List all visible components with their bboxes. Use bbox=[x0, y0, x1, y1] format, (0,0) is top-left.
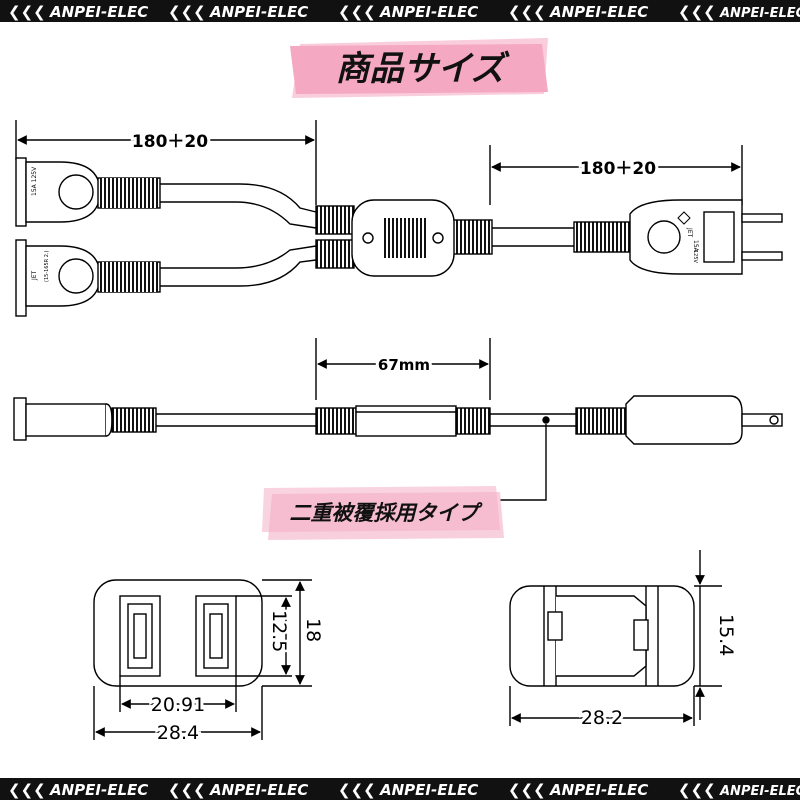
brand-chevrons: ❮❮❮ bbox=[678, 3, 716, 21]
plug-voltage-label: 125V bbox=[692, 250, 698, 264]
brand-name: ANPEI-ELEC bbox=[209, 781, 308, 799]
outlet-rating-sub-label: (15-165R 2.) bbox=[44, 251, 50, 282]
brand-chevrons: ❮❮❮ bbox=[508, 781, 546, 799]
dimension-plug-width: 28.2 bbox=[581, 707, 623, 729]
dimension-right-cord: 180＋20 bbox=[580, 159, 656, 179]
brand-chevrons: ❮❮❮ bbox=[678, 781, 716, 799]
brand-name: ANPEI-ELEC bbox=[549, 781, 648, 799]
outlet-jet-label: JET bbox=[31, 270, 38, 281]
double-insulation-callout: 二重被覆採用タイプ bbox=[262, 486, 504, 540]
dimension-left-cord: 180＋20 bbox=[132, 132, 208, 152]
dimension-outlet-height: 18 bbox=[302, 618, 324, 642]
dimension-outlet-slot-span: 20.91 bbox=[151, 694, 205, 716]
brand-name: ANPEI-ELEC bbox=[209, 3, 308, 21]
brand-chevrons: ❮❮❮ bbox=[168, 781, 206, 799]
brand-chevrons: ❮❮❮ bbox=[8, 781, 46, 799]
brand-name: ANPEI-ELEC bbox=[719, 784, 800, 799]
top-brand-bar: ❮❮❮ ANPEI-ELEC ❮❮❮ ANPEI-ELEC ❮❮❮ ANPEI-… bbox=[0, 0, 800, 22]
top-view-drawing bbox=[15, 120, 783, 317]
plug-rating-label: 15A bbox=[692, 240, 699, 253]
dimension-junction-length: 67mm bbox=[378, 356, 430, 374]
bottom-brand-bar: ❮❮❮ ANPEI-ELEC ❮❮❮ ANPEI-ELEC ❮❮❮ ANPEI-… bbox=[0, 778, 800, 800]
plug-jet-label: JET bbox=[686, 227, 693, 238]
brand-name: ANPEI-ELEC bbox=[49, 781, 148, 799]
page-title: 商品サイズ bbox=[336, 49, 511, 89]
double-insulation-label: 二重被覆採用タイプ bbox=[290, 501, 484, 525]
side-view-drawing bbox=[13, 338, 783, 501]
brand-chevrons: ❮❮❮ bbox=[8, 3, 46, 21]
brand-chevrons: ❮❮❮ bbox=[508, 3, 546, 21]
brand-name: ANPEI-ELEC bbox=[379, 781, 478, 799]
outlet-rating-label: 15A 125V bbox=[31, 166, 38, 196]
title-banner: 商品サイズ bbox=[290, 38, 548, 98]
brand-chevrons: ❮❮❮ bbox=[168, 3, 206, 21]
brand-chevrons: ❮❮❮ bbox=[338, 3, 376, 21]
dimension-plug-height: 15.4 bbox=[715, 614, 737, 656]
dimension-outlet-slot-height: 12.5 bbox=[268, 610, 290, 652]
outlet-front-view bbox=[93, 579, 312, 740]
brand-name: ANPEI-ELEC bbox=[719, 6, 800, 21]
brand-name: ANPEI-ELEC bbox=[549, 3, 648, 21]
plug-pse-mark-icon bbox=[677, 211, 691, 225]
brand-name: ANPEI-ELEC bbox=[379, 3, 478, 21]
brand-chevrons: ❮❮❮ bbox=[338, 781, 376, 799]
plug-front-view bbox=[509, 550, 722, 726]
brand-name: ANPEI-ELEC bbox=[49, 3, 148, 21]
dimension-outlet-width: 28.4 bbox=[157, 722, 199, 744]
